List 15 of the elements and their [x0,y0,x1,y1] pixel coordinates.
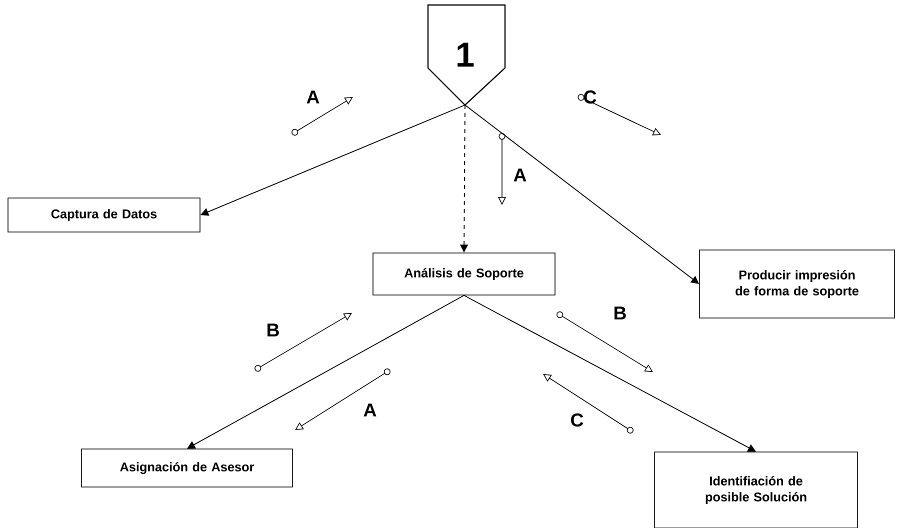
connector-arrow [464,294,756,452]
data-couple-label: B [268,324,279,336]
offpage-connector: 1 [427,4,506,106]
data-couple-label: C [571,413,584,427]
data-couple-label: B [614,306,626,320]
data-couple-label: A [306,90,320,104]
module-box: Análisis de Soporte [372,252,556,296]
data-couple-label: A [364,404,376,416]
module-box: Captura de Datos [8,198,200,232]
data-couple-label: C [584,90,596,104]
connector-arrow [187,294,464,449]
module-box: Identifiación de posible Solución [654,452,858,528]
module-box: Producir impresión de forma de soporte [699,250,895,318]
data-couple-label: A [514,168,526,182]
module-box: Asignación de Asesor [81,448,293,488]
